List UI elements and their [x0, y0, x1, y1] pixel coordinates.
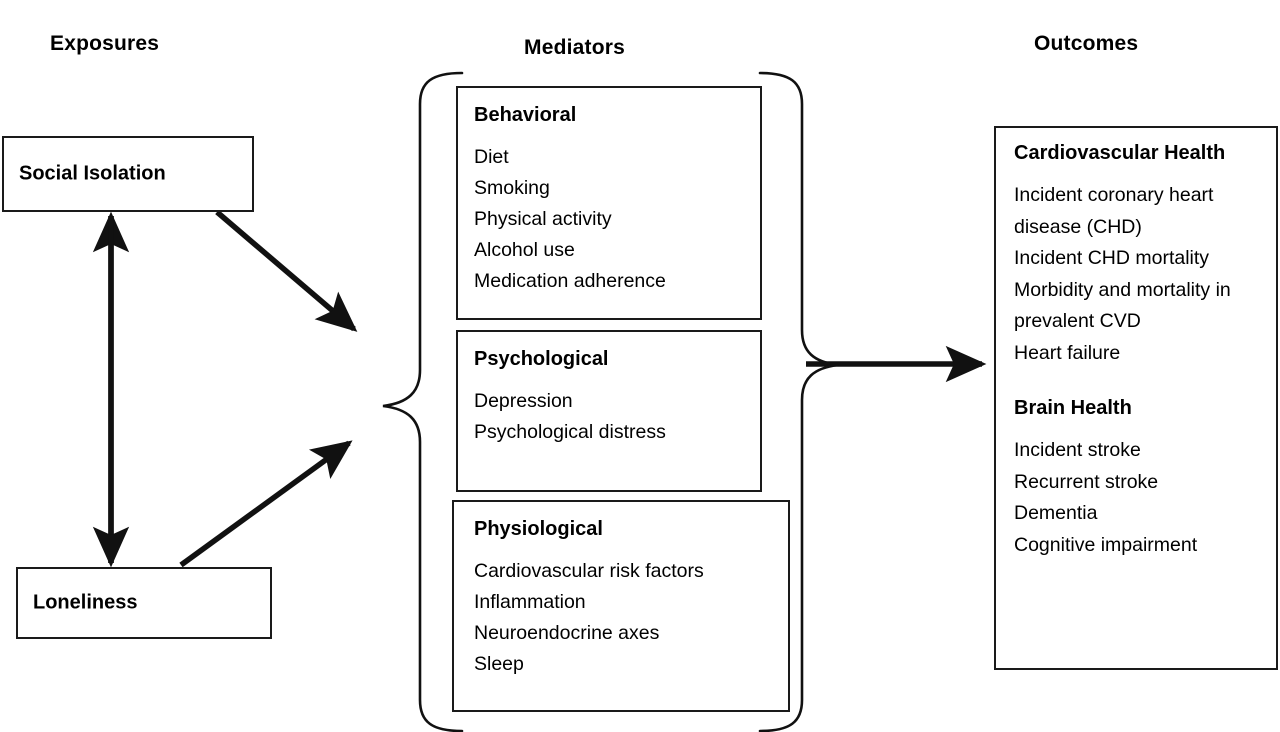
list-item: Incident stroke: [1014, 439, 1141, 461]
list-item: Medication adherence: [474, 270, 666, 292]
node-social-isolation: Social Isolation: [2, 136, 254, 212]
outcomes-content: Cardiovascular Health Incident coronary …: [1014, 140, 1268, 561]
list-item: Heart failure: [1014, 341, 1121, 364]
cardiovascular-health-title: Cardiovascular Health: [1014, 142, 1226, 164]
psychological-content: Psychological Depression Psychological d…: [474, 346, 750, 448]
node-loneliness: Loneliness: [16, 567, 272, 639]
list-item: Physical activity: [474, 208, 612, 230]
node-outcomes: Cardiovascular Health Incident coronary …: [994, 126, 1278, 670]
behavioral-item-list: Diet Smoking Physical activity Alcohol u…: [474, 142, 750, 297]
column-header-outcomes: Outcomes: [1034, 32, 1139, 55]
physiological-title: Physiological: [474, 518, 603, 540]
physiological-content: Physiological Cardiovascular risk factor…: [474, 516, 778, 680]
psychological-title: Psychological: [474, 348, 609, 370]
node-physiological-mediators: Physiological Cardiovascular risk factor…: [452, 500, 790, 712]
column-header-mediators: Mediators: [524, 36, 625, 59]
list-item: Incident CHD mortality: [1014, 247, 1210, 269]
brain-health-title: Brain Health: [1014, 397, 1132, 419]
list-item: Alcohol use: [474, 239, 575, 261]
physiological-item-list: Cardiovascular risk factors Inflammation…: [474, 556, 778, 680]
curly-brace-left-icon: [382, 71, 464, 732]
list-item: Dementia: [1014, 502, 1098, 524]
list-item: Cardiovascular risk factors: [474, 560, 704, 582]
list-item: Neuroendocrine axes: [474, 622, 660, 644]
social-isolation-label: Social Isolation: [19, 162, 166, 185]
behavioral-content: Behavioral Diet Smoking Physical activit…: [474, 102, 750, 297]
node-psychological-mediators: Psychological Depression Psychological d…: [456, 330, 762, 492]
list-item: Cognitive impairment: [1014, 533, 1198, 556]
column-header-exposures: Exposures: [50, 32, 160, 55]
node-behavioral-mediators: Behavioral Diet Smoking Physical activit…: [456, 86, 762, 320]
list-item: Diet: [474, 146, 509, 168]
curly-brace-right-icon: [758, 71, 839, 732]
loneliness-label: Loneliness: [33, 591, 138, 614]
behavioral-title: Behavioral: [474, 104, 577, 126]
list-item: Sleep: [474, 653, 524, 675]
cardiovascular-item-list: Incident coronary heart disease (CHD) In…: [1014, 180, 1268, 369]
list-item: Morbidity and mortality in prevalent CVD: [1014, 278, 1231, 333]
list-item: Depression: [474, 390, 573, 412]
arrow-isolation-to-mediators: [215, 209, 358, 332]
list-item: Inflammation: [474, 591, 586, 613]
list-item: Incident coronary heart disease (CHD): [1014, 184, 1214, 238]
arrow-loneliness-to-mediators: [179, 440, 353, 568]
brain-item-list: Incident stroke Recurrent stroke Dementi…: [1014, 435, 1268, 561]
psychological-item-list: Depression Psychological distress: [474, 386, 750, 448]
list-item: Recurrent stroke: [1014, 470, 1159, 493]
list-item: Smoking: [474, 177, 550, 199]
list-item: Psychological distress: [474, 421, 666, 443]
